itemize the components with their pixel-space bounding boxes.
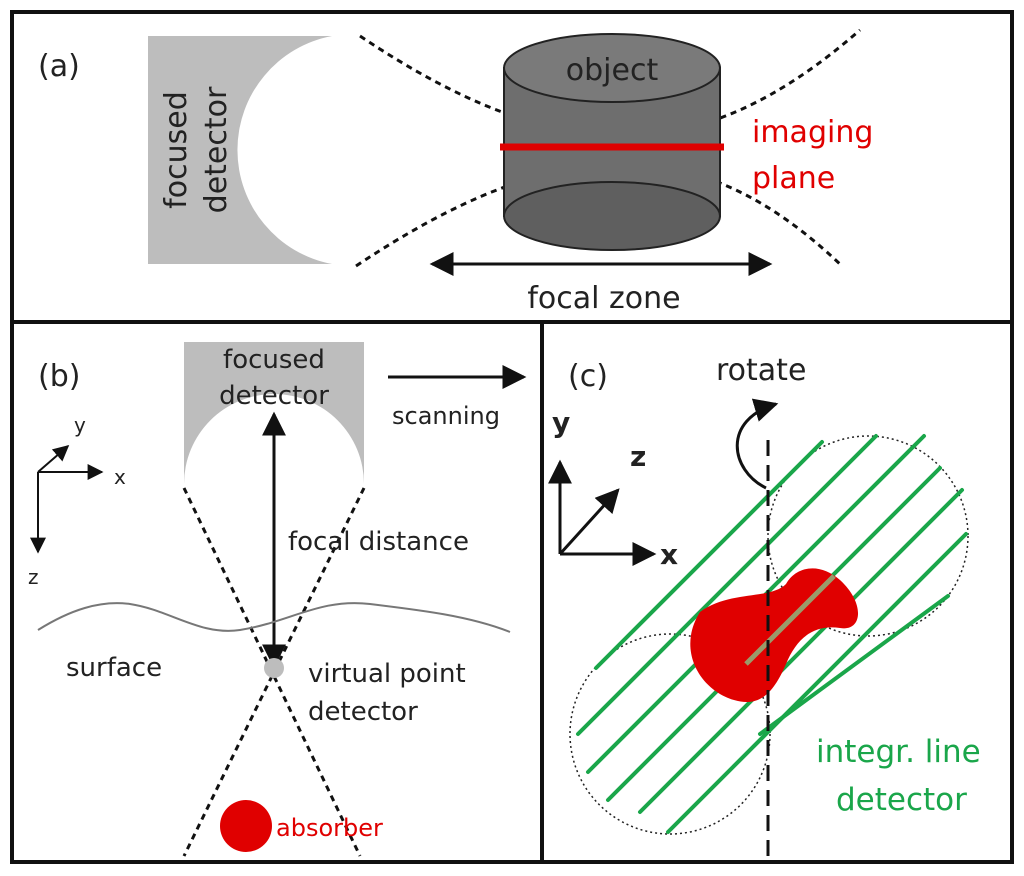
panel-c-line-detector-label-1: integr. line [816, 734, 981, 770]
panel-b: (b) focused detector scanning y x z foca… [28, 342, 527, 857]
panel-c-dotted-circle-lower [569, 633, 771, 835]
panel-c-axis-y: y [552, 406, 570, 439]
panel-a: (a) focused detector object imaging plan… [38, 28, 873, 316]
panel-a-detector-label-1: focused [159, 91, 194, 209]
panel-b-virtual-point [264, 658, 284, 678]
panel-a-label: (a) [38, 49, 80, 84]
panel-b-scanning-label: scanning [392, 402, 500, 430]
panel-a-imaging-plane-label-1: imaging [752, 115, 873, 150]
panel-c-dotted-circle-upper [767, 435, 969, 637]
panel-c-rotate-arrow [735, 398, 779, 490]
panel-a-focused-detector-shape [148, 36, 332, 264]
panel-c-axis-x: x [660, 538, 678, 571]
panel-a-object-cylinder [503, 33, 721, 251]
panel-b-focused-detector-shape [184, 342, 364, 484]
panel-b-surface-line [37, 602, 511, 633]
panel-b-virtual-point-label-1: virtual point [308, 659, 466, 689]
panel-a-object-label: object [566, 53, 659, 88]
panel-b-axis-y: y [74, 413, 86, 437]
panel-c-axis-z: z [630, 440, 646, 473]
panel-a-imaging-plane-label-2: plane [752, 161, 835, 196]
panel-a-detector-label-2: detector [199, 86, 234, 213]
panel-b-focal-distance-label: focal distance [288, 527, 469, 557]
panel-b-axis-z: z [28, 565, 39, 589]
panel-a-focal-zone-label: focal zone [527, 281, 680, 316]
panel-b-detector-label-1: focused [223, 345, 325, 375]
panel-b-surface-label: surface [66, 653, 162, 683]
panel-b-cone-right [182, 487, 366, 857]
panel-b-detector-label-2: detector [219, 381, 329, 411]
panel-b-label: (b) [38, 359, 80, 394]
panel-c-label: (c) [568, 359, 608, 394]
panel-b-absorber [220, 800, 272, 852]
panel-b-axis-x: x [114, 465, 126, 489]
panel-c-frame [540, 320, 1014, 864]
panel-c-rotate-label: rotate [716, 353, 806, 388]
panel-c: (c) rotate y z x integr. line [548, 353, 981, 858]
panel-c-line-detector-label-2: detector [836, 782, 967, 818]
panel-b-axes [30, 444, 104, 554]
panel-c-axes [548, 459, 657, 566]
panel-b-absorber-label: absorber [276, 814, 383, 842]
panel-c-highlighted-line [744, 574, 836, 666]
panel-b-virtual-point-label-2: detector [308, 697, 418, 727]
